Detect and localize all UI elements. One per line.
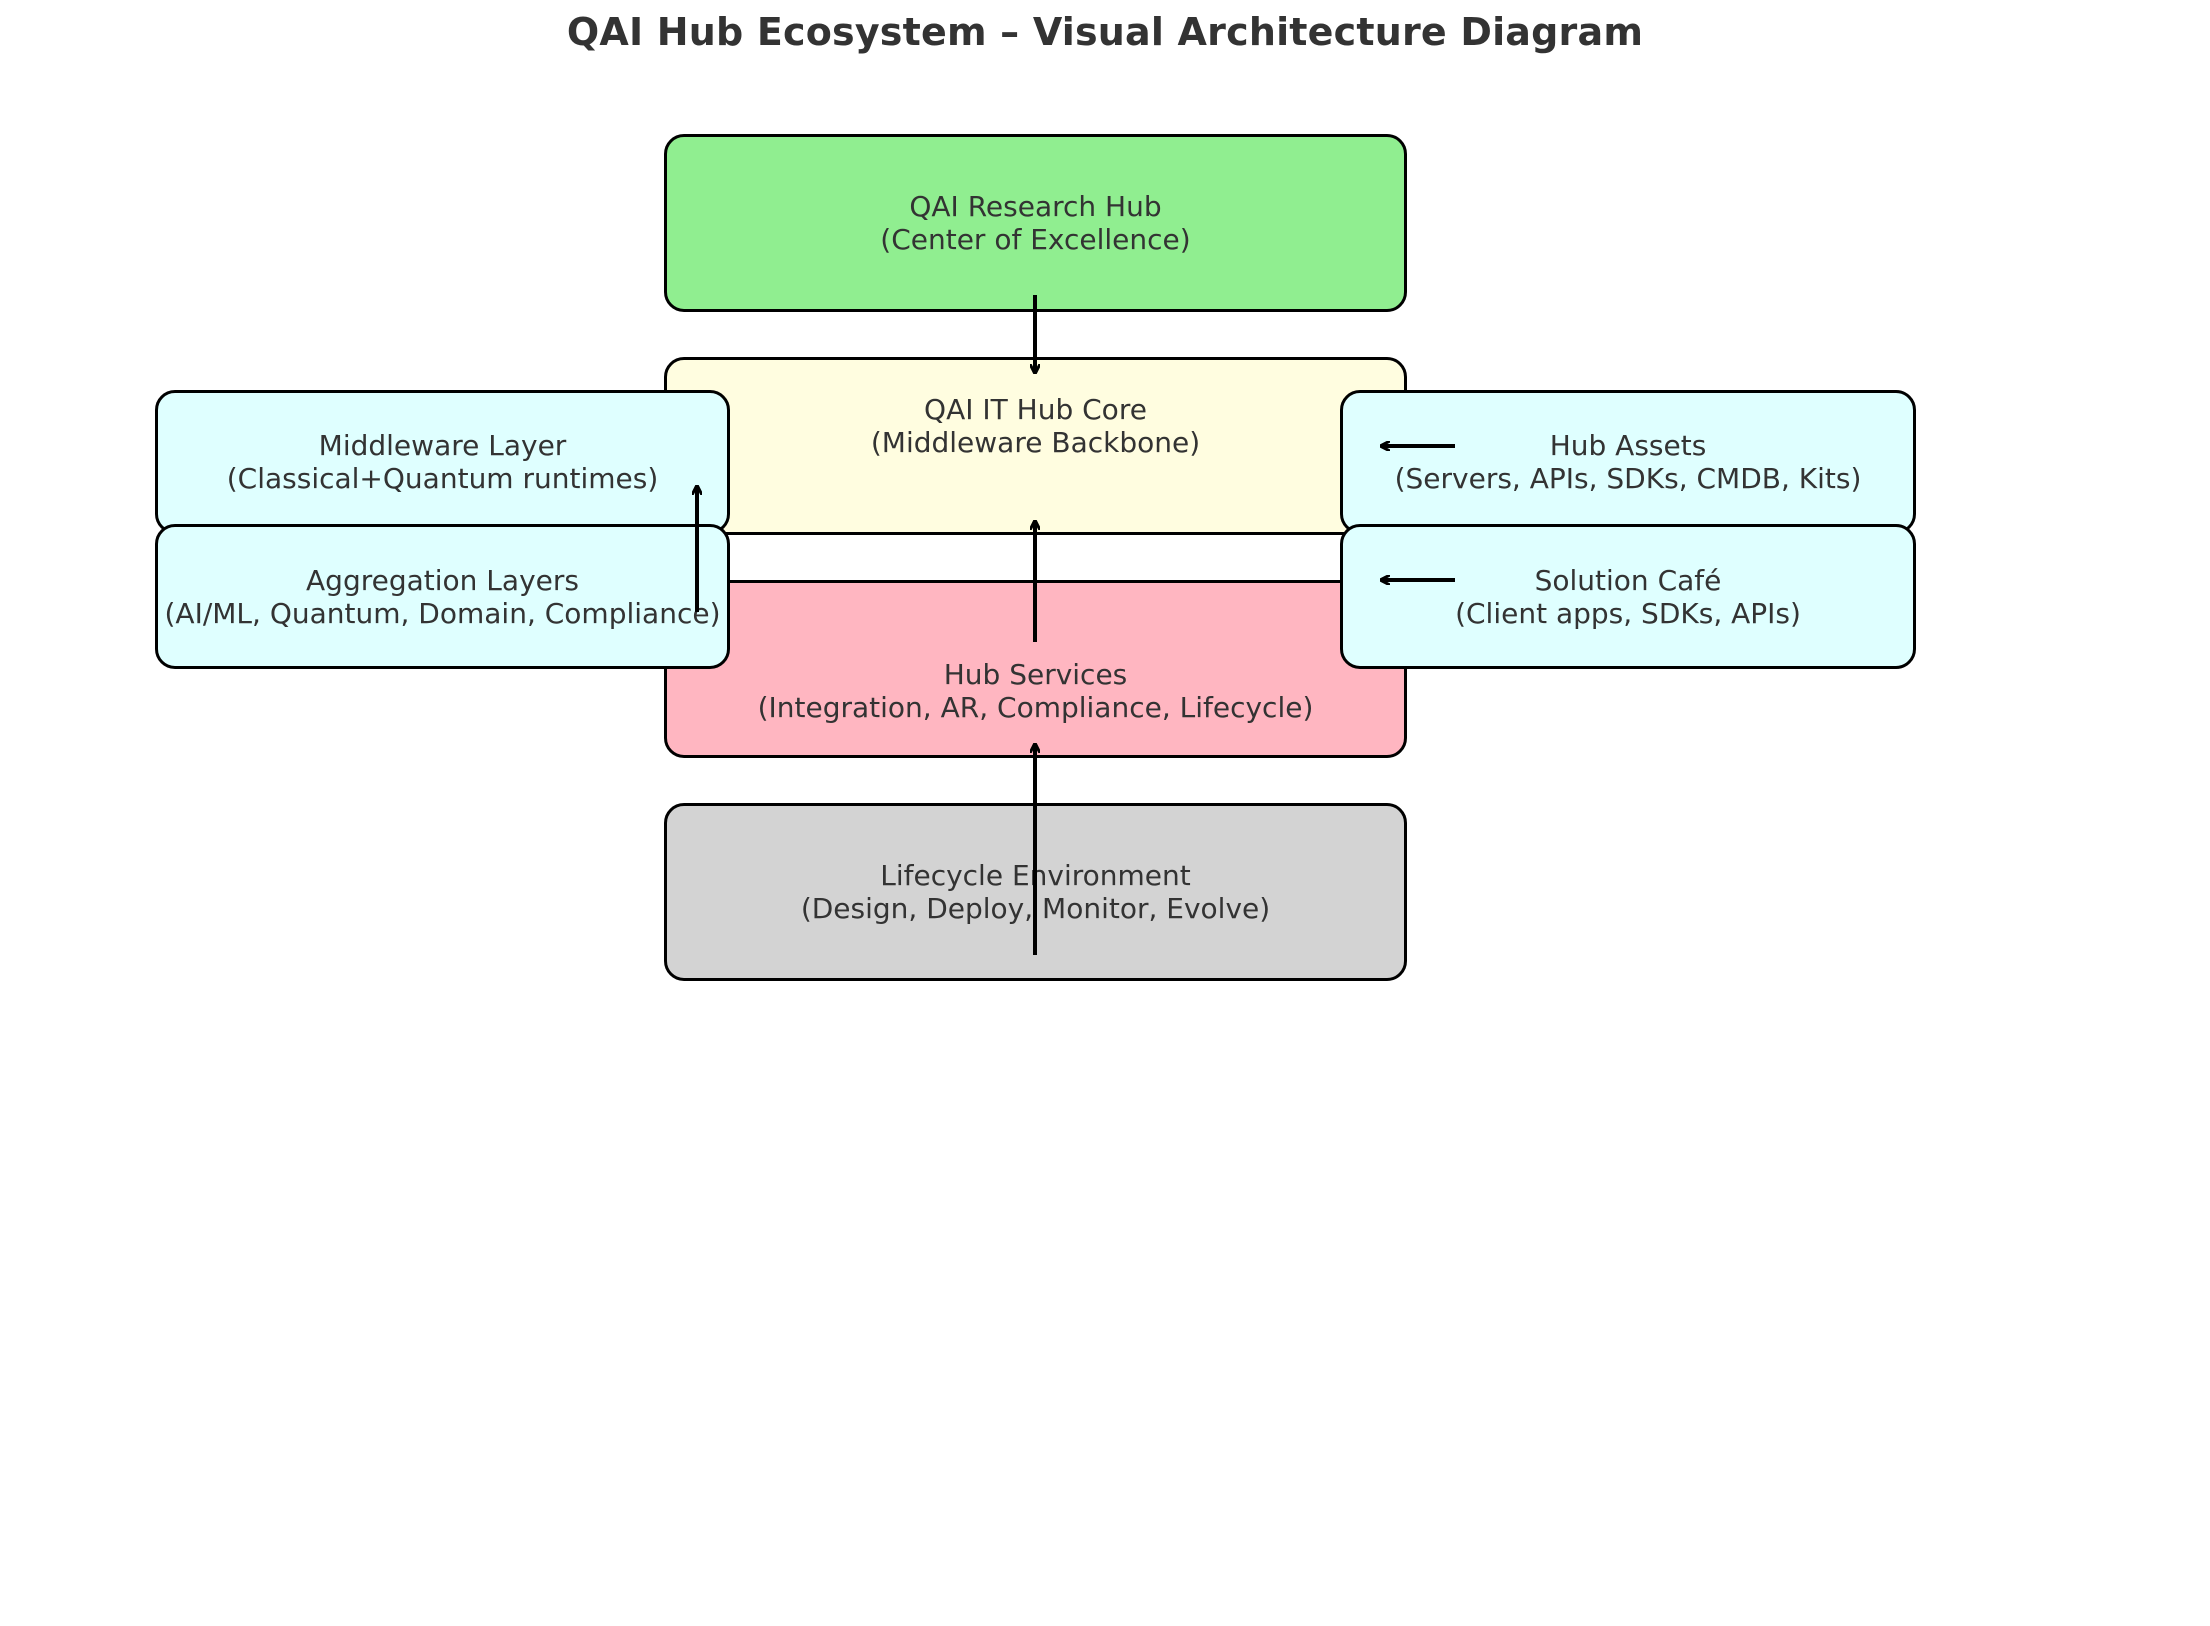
node-hub-assets-subtitle: (Servers, APIs, SDKs, CMDB, Kits) [1394,462,1862,495]
node-it-hub-core: QAI IT Hub Core (Middleware Backbone) [664,357,1407,535]
node-lifecycle-environment: Lifecycle Environment (Design, Deploy, M… [664,803,1407,981]
node-aggregation-layers-title: Aggregation Layers [306,563,579,597]
node-middleware-layer-subtitle: (Classical+Quantum runtimes) [226,462,659,495]
node-hub-assets: Hub Assets (Servers, APIs, SDKs, CMDB, K… [1340,390,1916,534]
node-aggregation-layers-subtitle: (AI/ML, Quantum, Domain, Compliance) [164,596,721,630]
node-middleware-layer-title: Middleware Layer [318,429,567,462]
node-hub-assets-title: Hub Assets [1549,429,1707,462]
node-solution-cafe: Solution Café (Client apps, SDKs, APIs) [1340,524,1916,669]
node-middleware-layer: Middleware Layer (Classical+Quantum runt… [155,390,730,534]
node-solution-cafe-title: Solution Café [1534,563,1722,597]
node-research-hub: QAI Research Hub (Center of Excellence) [664,134,1407,312]
node-lifecycle-environment-subtitle: (Design, Deploy, Monitor, Evolve) [800,892,1271,925]
node-hub-services-title: Hub Services [943,658,1128,691]
node-solution-cafe-subtitle: (Client apps, SDKs, APIs) [1455,596,1801,630]
node-lifecycle-environment-title: Lifecycle Environment [880,859,1191,892]
diagram-title: QAI Hub Ecosystem – Visual Architecture … [566,10,1644,54]
node-it-hub-core-title: QAI IT Hub Core [924,393,1147,426]
node-aggregation-layers: Aggregation Layers (AI/ML, Quantum, Doma… [155,524,730,669]
node-hub-services: Hub Services (Integration, AR, Complianc… [664,580,1407,758]
node-research-hub-title: QAI Research Hub [909,190,1162,223]
node-it-hub-core-subtitle: (Middleware Backbone) [870,426,1201,459]
node-hub-services-subtitle: (Integration, AR, Compliance, Lifecycle) [757,691,1314,724]
node-research-hub-subtitle: (Center of Excellence) [880,223,1191,256]
